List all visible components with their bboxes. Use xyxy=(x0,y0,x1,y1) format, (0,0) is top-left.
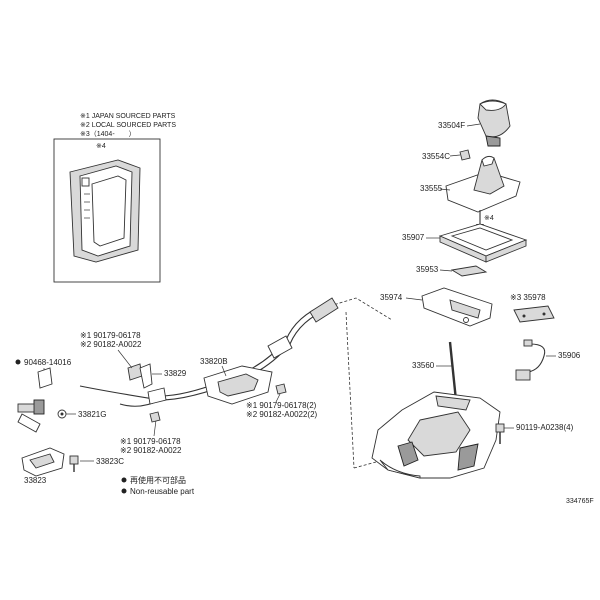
nut-lower xyxy=(149,411,161,423)
note-japan-sourced: ※1 JAPAN SOURCED PARTS xyxy=(80,113,176,120)
label-35974: 35974 xyxy=(380,293,403,302)
callout-lower-local: ※2 90182-A0022 xyxy=(120,446,182,455)
bolt-33823C xyxy=(69,455,79,472)
callout-upper-local: ※2 90182-A0022 xyxy=(80,340,142,349)
shift-housing xyxy=(371,391,501,479)
callout-lower-japan: ※1 90179-06178 xyxy=(120,437,181,446)
callout-upper-japan: ※1 90179-06178 xyxy=(80,331,141,340)
drawing-number: 334765F xyxy=(566,498,594,505)
note-date-range: ※3（1404- ） xyxy=(80,130,136,138)
shift-panel-35907 xyxy=(438,223,528,263)
callout-right-japan: ※1 90179-06178(2) xyxy=(246,401,317,410)
label-33560: 33560 xyxy=(412,361,435,370)
legend-english: Non-reusable part xyxy=(130,487,195,496)
label-33504F: 33504F xyxy=(438,121,465,130)
nut-right xyxy=(275,383,287,395)
shift-gate-panel-illustration xyxy=(69,159,141,263)
bracket-35974 xyxy=(421,287,493,327)
label-35978: ※3 35978 xyxy=(510,293,546,302)
label-33821G: 33821G xyxy=(78,410,106,419)
label-90119: 90119-A0238(4) xyxy=(516,423,574,432)
cable-bracket-33820B xyxy=(203,365,273,405)
bracket-33823 xyxy=(21,447,65,477)
legend-marker-icon xyxy=(121,477,127,483)
label-33823: 33823 xyxy=(24,476,47,485)
label-35906: 35906 xyxy=(558,351,581,360)
shift-cable xyxy=(79,297,339,407)
legend-marker-icon-2 xyxy=(121,488,127,494)
plate-35953 xyxy=(450,265,488,277)
label-33823C: 33823C xyxy=(96,457,124,466)
part-35978 xyxy=(513,305,555,323)
clip-33829 xyxy=(127,363,153,389)
label-35907: 35907 xyxy=(402,233,425,242)
label-35953: 35953 xyxy=(416,265,439,274)
label-33820B: 33820B xyxy=(200,357,228,366)
clip-90468 xyxy=(37,367,53,389)
label-33829: 33829 xyxy=(164,369,187,378)
clip-33554C xyxy=(459,149,471,161)
shift-boot xyxy=(445,155,521,213)
cable-end-assembly xyxy=(17,399,45,433)
legend-japanese: 再使用不可部品 xyxy=(130,475,186,485)
harness-35906 xyxy=(515,339,546,381)
inset-reference: ※4 xyxy=(96,143,106,150)
arrow-reference: ※4 xyxy=(484,215,494,222)
shift-knob xyxy=(477,99,511,147)
washer-33821G xyxy=(57,409,67,419)
label-33555: 33555 xyxy=(420,184,443,193)
label-33554C: 33554C xyxy=(422,152,450,161)
inset-box: ※4 xyxy=(53,138,161,283)
note-local-sourced: ※2 LOCAL SOURCED PARTS xyxy=(80,122,176,129)
callout-right-local: ※2 90182-A0022(2) xyxy=(246,410,318,419)
non-reusable-marker-icon xyxy=(15,359,21,365)
label-90468: 90468-14016 xyxy=(24,358,72,367)
